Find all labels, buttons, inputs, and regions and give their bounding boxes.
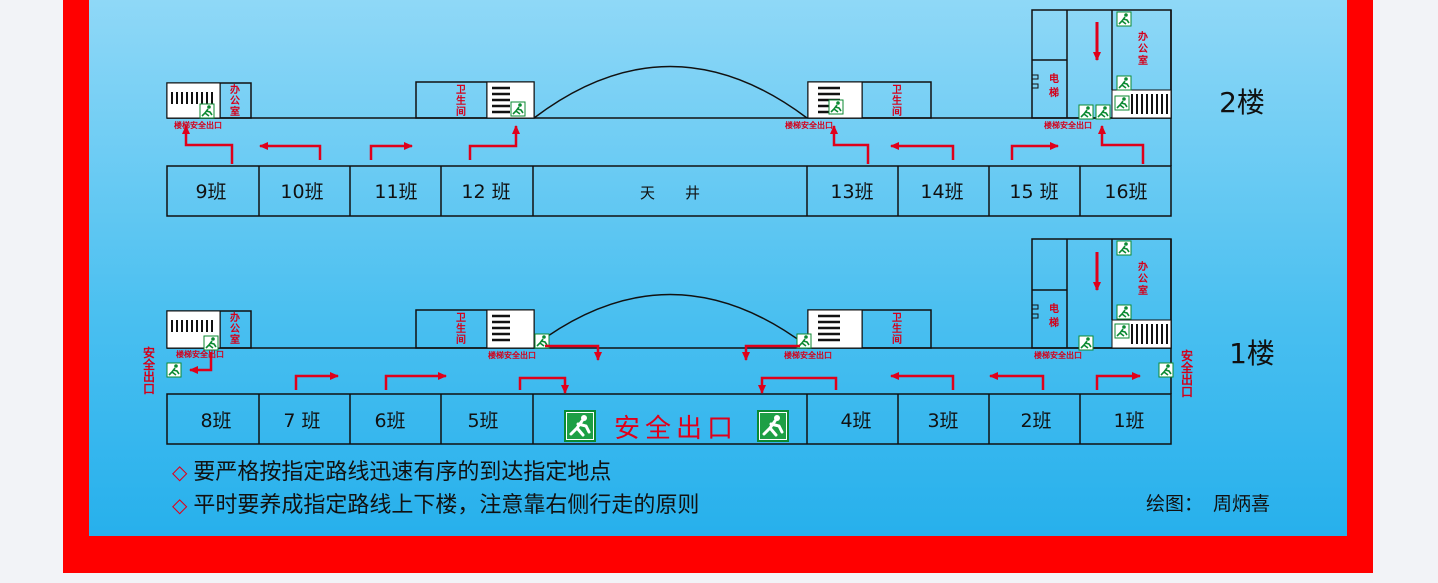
f2-toilet-left-c2: 生 xyxy=(456,94,466,107)
f1-right-exit-c3: 出 xyxy=(1181,372,1193,387)
f2-class-2: 10班 xyxy=(280,181,323,203)
f2-class-5: 13班 xyxy=(830,181,873,203)
floor-2-exit-icons xyxy=(199,11,1132,120)
f1-toilet-left-c1: 卫 xyxy=(456,312,466,324)
f2-office-left-c3: 室 xyxy=(230,105,240,118)
f1-class-5: 5班 xyxy=(467,410,498,432)
f1-left-exit-c2: 全 xyxy=(142,357,156,372)
f2-office-right-c1: 办 xyxy=(1138,30,1148,43)
f2-office-left-c1: 办 xyxy=(230,83,240,96)
f2-office-right-c2: 公 xyxy=(1138,43,1148,55)
f1-office-right-c2: 公 xyxy=(1138,273,1148,285)
f2-class-1: 9班 xyxy=(195,181,226,203)
f1-office-left-c2: 公 xyxy=(230,323,240,335)
f2-office-right-c3: 室 xyxy=(1138,54,1148,67)
f1-stair-exit-4: 楼梯安全出口 xyxy=(1034,350,1082,360)
f1-stair-exit-2: 楼梯安全出口 xyxy=(488,350,536,360)
f1-toilet-right-c2: 生 xyxy=(892,322,902,335)
f1-right-exit-c4: 口 xyxy=(1181,385,1193,399)
diamond-icon: ◇ xyxy=(172,460,188,484)
f2-stair-exit-3: 楼梯安全出口 xyxy=(1044,120,1092,130)
f1-class-2: 2班 xyxy=(1020,410,1051,432)
floor-2-stairs xyxy=(166,74,1172,119)
floor-2-label: 2楼 xyxy=(1219,86,1265,119)
f1-left-exit-c1: 安 xyxy=(143,345,155,360)
f2-toilet-right-c3: 间 xyxy=(892,105,902,118)
f1-class-4: 4班 xyxy=(840,410,871,432)
f1-office-left-c1: 办 xyxy=(230,311,240,324)
floor-1-route-arrows xyxy=(189,252,1141,394)
f1-class-3: 3班 xyxy=(927,410,958,432)
f1-class-7: 7 班 xyxy=(283,410,320,432)
note-1-text: 要严格按指定路线迅速有序的到达指定地点 xyxy=(193,460,612,485)
f1-office-right-c3: 室 xyxy=(1138,284,1148,297)
f2-elevator-c2: 梯 xyxy=(1049,86,1059,99)
f1-left-exit-c4: 口 xyxy=(143,382,155,396)
f2-class-6: 14班 xyxy=(920,181,963,203)
f2-toilet-left-c3: 间 xyxy=(456,105,466,118)
diamond-icon: ◇ xyxy=(172,493,188,517)
f2-toilet-left-c1: 卫 xyxy=(456,84,466,96)
f1-left-exit-c3: 出 xyxy=(143,369,155,384)
f2-office-left-c2: 公 xyxy=(230,95,240,107)
f2-stair-exit-2: 楼梯安全出口 xyxy=(785,120,833,130)
f1-stair-exit-1: 楼梯安全出口 xyxy=(176,349,224,359)
f2-class-8: 16班 xyxy=(1104,181,1147,203)
f1-toilet-right-c3: 间 xyxy=(892,333,902,346)
f1-right-exit-c1: 安 xyxy=(1181,348,1193,363)
credit: 绘图： 周炳喜 xyxy=(1146,489,1280,516)
floor-2-route-arrows xyxy=(182,22,1145,164)
f2-stair-exit-1: 楼梯安全出口 xyxy=(174,120,222,130)
f2-toilet-right-c2: 生 xyxy=(892,94,902,107)
note-2-text: 平时要养成指定路线上下楼，注意靠右侧行走的原则 xyxy=(193,493,700,518)
floor-1-label: 1楼 xyxy=(1229,337,1275,370)
f2-toilet-right-c1: 卫 xyxy=(892,84,902,96)
f2-atrium: 天 井 xyxy=(640,184,700,202)
f2-class-3: 11班 xyxy=(374,181,417,203)
f1-elevator-c2: 梯 xyxy=(1049,316,1059,329)
f1-class-8: 8班 xyxy=(200,410,231,432)
f1-class-1: 1班 xyxy=(1113,410,1144,432)
f1-center-exit-label: 安全出口 xyxy=(614,414,738,444)
f1-stair-exit-3: 楼梯安全出口 xyxy=(784,350,832,360)
f2-class-7: 15 班 xyxy=(1009,181,1058,203)
blue-panel xyxy=(89,0,1347,536)
f2-elevator-c1: 电 xyxy=(1049,72,1059,85)
f1-toilet-left-c2: 生 xyxy=(456,322,466,335)
f1-class-6: 6班 xyxy=(374,410,405,432)
f2-class-4: 12 班 xyxy=(461,181,510,203)
floor-1-stairs xyxy=(166,304,1172,349)
f1-office-left-c3: 室 xyxy=(230,333,240,346)
note-1: ◇要严格按指定路线迅速有序的到达指定地点 xyxy=(172,456,699,489)
f1-toilet-right-c1: 卫 xyxy=(892,312,902,324)
note-2: ◇平时要养成指定路线上下楼，注意靠右侧行走的原则 xyxy=(172,489,699,522)
f1-toilet-left-c3: 间 xyxy=(456,333,466,346)
notes: ◇要严格按指定路线迅速有序的到达指定地点 ◇平时要养成指定路线上下楼，注意靠右侧… xyxy=(172,456,699,522)
credit-name: 周炳喜 xyxy=(1213,493,1271,515)
f1-office-right-c1: 办 xyxy=(1138,260,1148,273)
f1-right-exit-c2: 全 xyxy=(1180,360,1194,375)
f1-elevator-c1: 电 xyxy=(1049,302,1059,315)
credit-label: 绘图： xyxy=(1146,493,1204,515)
